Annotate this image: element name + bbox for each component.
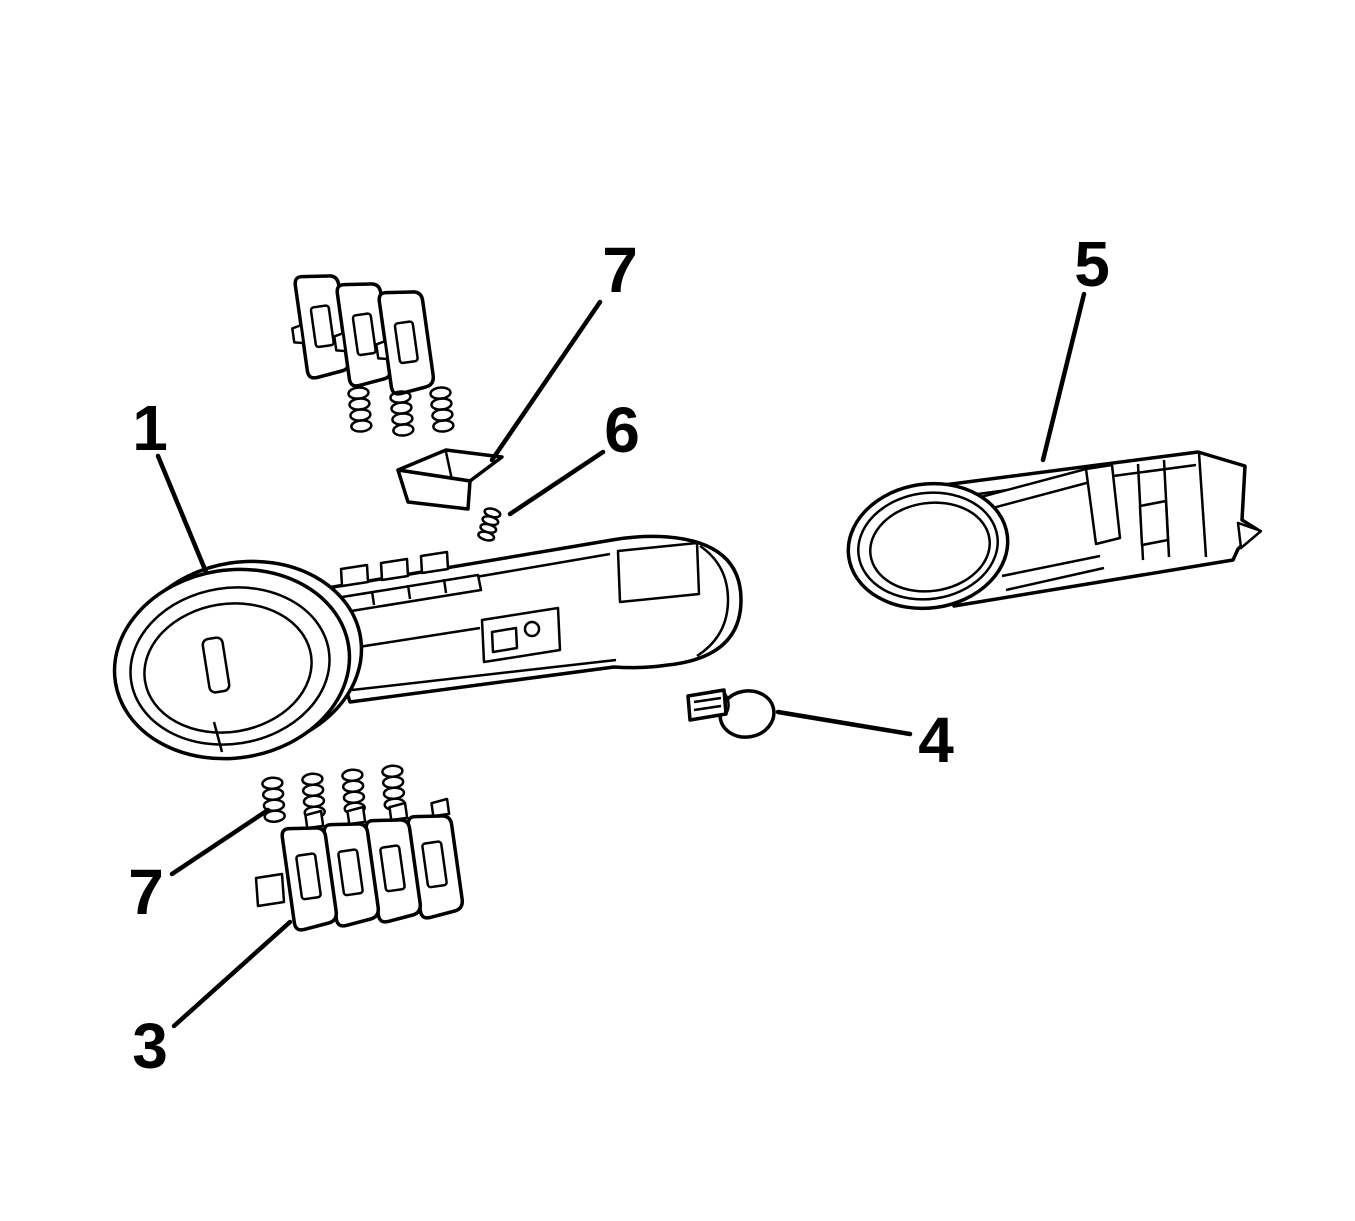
callout-labels: 7 6 5 1 4 7 3 (128, 228, 1110, 1082)
detent-pin (523, 620, 541, 638)
housing-side-channel (1084, 463, 1122, 546)
keyhole (201, 636, 231, 694)
coil-spring (260, 775, 287, 824)
leader-line-7-bottom (169, 807, 271, 877)
callout-label-7-bottom: 7 (128, 856, 164, 928)
callout-label-4: 4 (918, 704, 954, 776)
retainer-edge-line (444, 451, 454, 481)
callout-label-1: 1 (132, 392, 168, 464)
tumbler-tip (419, 550, 450, 575)
coil-spring (388, 389, 416, 438)
lock-cylinder-housing (846, 450, 1263, 611)
callout-leaders (155, 291, 1087, 1029)
leader-line-6 (507, 449, 606, 517)
coil-spring-small (476, 505, 503, 544)
clip-joint-line (722, 691, 730, 715)
clip-arm-lines (693, 696, 722, 712)
callout-label-7-top: 7 (602, 234, 638, 306)
cylinder-contour-line (351, 658, 617, 692)
leader-line-7-top (489, 299, 603, 463)
cylinder-end-window (616, 541, 701, 604)
cylinder-end-contour (696, 544, 730, 658)
housing-band-tab (1138, 499, 1170, 547)
bezel-face (112, 567, 352, 761)
upper-tumbler-set (283, 269, 437, 398)
leader-line-3 (171, 919, 293, 1029)
tumbler-tip (379, 557, 410, 582)
lower-tumbler-set (254, 797, 466, 933)
housing-interior-lines (1001, 554, 1105, 592)
lock-cylinder (112, 534, 743, 761)
leader-line-1 (155, 453, 209, 575)
cylinder-contour-line (351, 626, 481, 650)
bezel-inner-ring (129, 586, 331, 746)
tumbler-retainer (396, 448, 504, 511)
detent-recess (480, 606, 562, 664)
coil-spring (428, 385, 456, 434)
lock-clip (686, 688, 776, 739)
coil-spring (346, 385, 374, 434)
housing-opening-bore (869, 501, 991, 593)
callout-label-6: 6 (604, 394, 640, 466)
tumbler-tip (339, 563, 370, 588)
lower-tumbler-springs (260, 763, 407, 824)
housing-end-line (1197, 452, 1208, 558)
detent-slot (490, 626, 519, 654)
tumbler-foot-tab (254, 872, 286, 908)
bezel-dish (143, 602, 313, 734)
callout-label-5: 5 (1074, 228, 1110, 300)
housing-end-tab (1236, 521, 1263, 550)
housing-opening-outer (846, 481, 1010, 611)
retainer-spring (476, 505, 503, 544)
bezel-notch-line (212, 721, 224, 753)
housing-opening-rim (857, 491, 999, 601)
callout-label-3: 3 (132, 1010, 168, 1082)
clip-head (718, 689, 776, 739)
leader-line-5 (1040, 291, 1087, 463)
leader-line-4 (775, 709, 913, 737)
slot-dividers (370, 578, 448, 606)
